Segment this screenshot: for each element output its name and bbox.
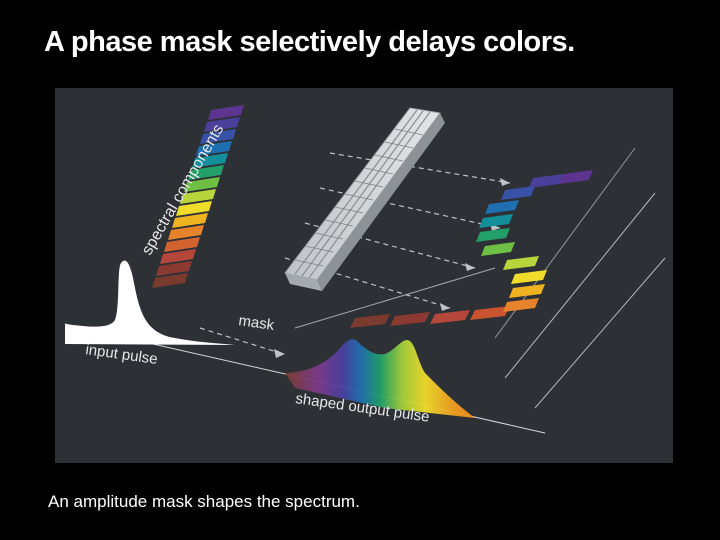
label-mask: mask xyxy=(237,312,275,334)
label-input-pulse: input pulse xyxy=(84,341,158,368)
slide-title: A phase mask selectively delays colors. xyxy=(44,26,575,58)
spectral-components xyxy=(152,105,244,288)
delayed-components xyxy=(350,170,593,328)
input-pulse xyxy=(65,260,235,345)
slide-caption: An amplitude mask shapes the spectrum. xyxy=(48,492,360,511)
phase-mask-diagram: spectral components input pulse mask sha… xyxy=(55,88,673,463)
phase-mask xyxy=(284,107,445,291)
arrow-heads xyxy=(274,178,510,358)
shaped-output-pulse xyxy=(285,339,475,418)
